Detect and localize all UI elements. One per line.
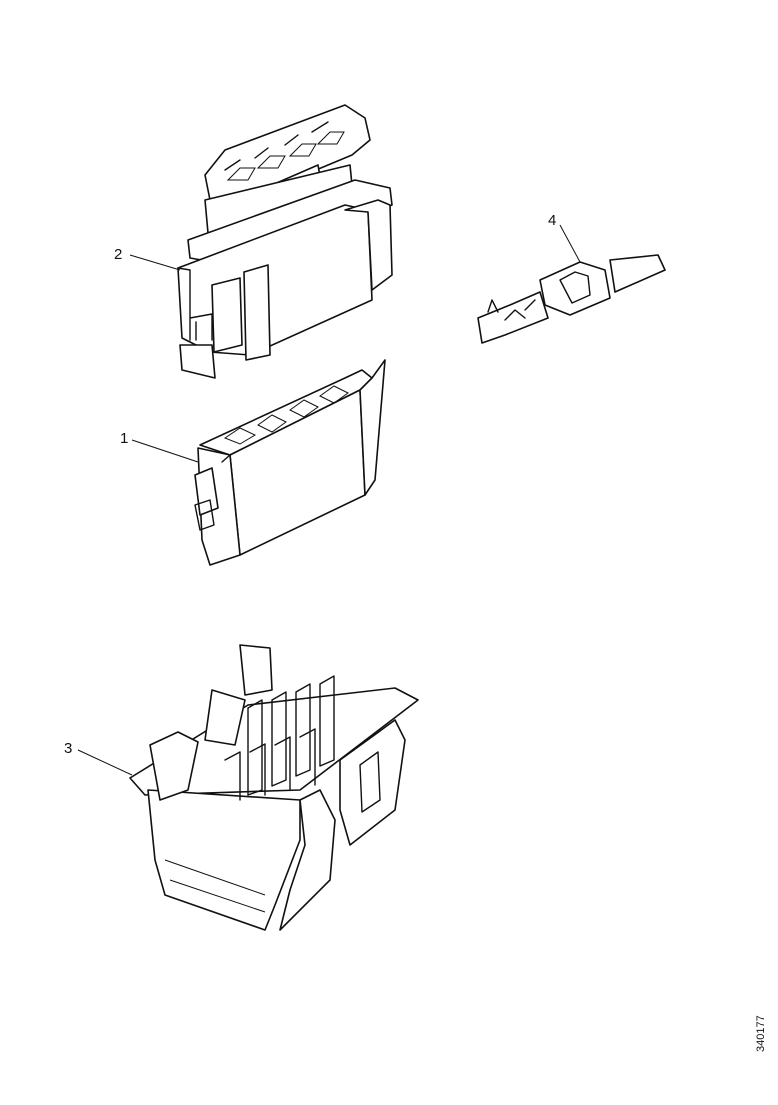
part-3-holder-frame [129, 644, 419, 931]
drawing-code: 340177 [755, 1015, 767, 1052]
leader-1 [131, 439, 199, 463]
part-1-socket-housing [194, 359, 386, 566]
part-4-terminal [477, 254, 666, 344]
callout-2: 2 [114, 246, 123, 263]
leader-4 [559, 224, 581, 263]
callout-4: 4 [548, 212, 557, 229]
leader-3 [77, 749, 133, 776]
callout-1: 1 [120, 430, 129, 447]
callout-3: 3 [64, 740, 73, 757]
leader-lines [77, 224, 581, 776]
leader-2 [129, 254, 181, 271]
part-2-plug-housing [177, 104, 393, 379]
